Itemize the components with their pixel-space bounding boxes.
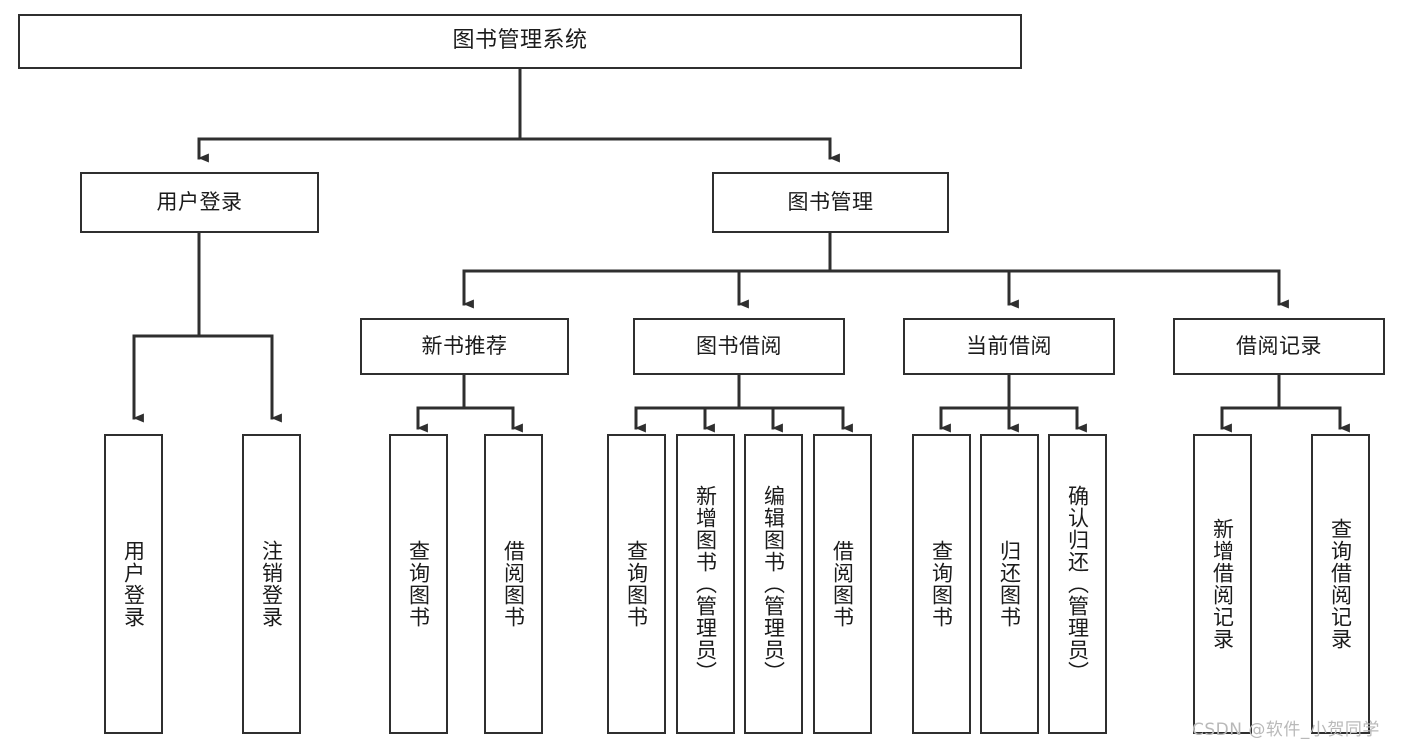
- watermark-text: CSDN @软件_小贺同学: [1192, 720, 1380, 740]
- leaf-confirm-return-admin[interactable]: 确认归还（管理员）: [1048, 434, 1107, 734]
- node-label: 查询图书: [406, 540, 431, 628]
- node-label: 编辑图书（管理员）: [761, 485, 786, 683]
- node-label: 用户登录: [121, 540, 146, 628]
- node-label: 用户登录: [156, 189, 243, 214]
- node-new-book-recommend[interactable]: 新书推荐: [360, 318, 569, 375]
- node-label: 借阅记录: [1236, 333, 1322, 358]
- node-label: 图书借阅: [696, 333, 782, 358]
- node-label: 查询借阅记录: [1328, 518, 1353, 650]
- leaf-logout-login[interactable]: 注销登录: [242, 434, 301, 734]
- node-label: 新书推荐: [421, 333, 508, 358]
- watermark: CSDN @软件_小贺同学: [1192, 715, 1380, 740]
- node-root-book-management-system[interactable]: 图书管理系统: [18, 14, 1022, 69]
- node-label: 借阅图书: [501, 540, 526, 628]
- node-label: 归还图书: [997, 540, 1022, 628]
- leaf-add-book-admin[interactable]: 新增图书（管理员）: [676, 434, 735, 734]
- node-borrow-record[interactable]: 借阅记录: [1173, 318, 1385, 375]
- node-label: 图书管理系统: [452, 28, 588, 54]
- node-label: 确认归还（管理员）: [1065, 485, 1090, 683]
- leaf-add-borrow-record[interactable]: 新增借阅记录: [1193, 434, 1252, 734]
- node-label: 新增借阅记录: [1210, 518, 1235, 650]
- node-current-borrow[interactable]: 当前借阅: [903, 318, 1115, 375]
- leaf-query-book-recommend[interactable]: 查询图书: [389, 434, 448, 734]
- leaf-query-book-borrow[interactable]: 查询图书: [607, 434, 666, 734]
- leaf-borrow-book[interactable]: 借阅图书: [813, 434, 872, 734]
- node-label: 查询图书: [624, 540, 649, 628]
- leaf-user-login[interactable]: 用户登录: [104, 434, 163, 734]
- leaf-edit-book-admin[interactable]: 编辑图书（管理员）: [744, 434, 803, 734]
- leaf-query-book-current[interactable]: 查询图书: [912, 434, 971, 734]
- node-user-login[interactable]: 用户登录: [80, 172, 319, 233]
- node-label: 图书管理: [787, 189, 874, 214]
- node-label: 当前借阅: [966, 333, 1052, 358]
- node-label: 查询图书: [929, 540, 954, 628]
- leaf-borrow-book-recommend[interactable]: 借阅图书: [484, 434, 543, 734]
- node-label: 借阅图书: [830, 540, 855, 628]
- node-book-borrow[interactable]: 图书借阅: [633, 318, 845, 375]
- node-label: 新增图书（管理员）: [693, 485, 718, 683]
- leaf-query-borrow-record[interactable]: 查询借阅记录: [1311, 434, 1370, 734]
- leaf-return-book[interactable]: 归还图书: [980, 434, 1039, 734]
- node-label: 注销登录: [259, 540, 284, 628]
- node-book-management[interactable]: 图书管理: [712, 172, 949, 233]
